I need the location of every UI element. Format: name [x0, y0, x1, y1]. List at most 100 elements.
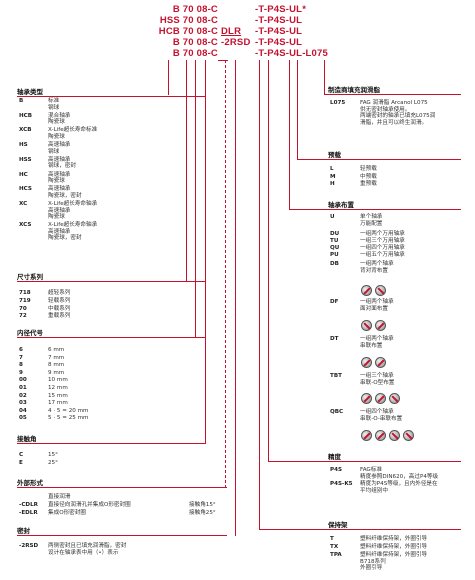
seal-val-0-1: 设计在轴承表中用（•）表示 — [48, 550, 119, 556]
type-val-3-0: 高速轴承 — [48, 142, 71, 149]
v-preload — [297, 60, 298, 160]
type-val-7-1: 高速轴承 — [48, 207, 71, 214]
prec-title-rule — [268, 461, 461, 462]
type-key-3: HS — [19, 142, 28, 149]
cage-val-2-2: 外圈引导 — [360, 565, 383, 572]
arr-key-1: DU — [330, 231, 340, 237]
size-val-0: 超轻系列 — [48, 290, 71, 296]
preload-title-rule — [297, 159, 461, 160]
size-title: 尺寸系列 — [17, 273, 43, 281]
type-val-1-1: 陶瓷球 — [48, 119, 65, 126]
type-val-3-1: 钢球 — [48, 148, 60, 155]
prec-key-0: P4S — [330, 467, 343, 473]
arr-key-3: QU — [330, 245, 340, 251]
type-val-7-0: X-Life超长寿命轴承 — [48, 200, 98, 207]
ext-title: 外部形式 — [17, 479, 43, 487]
bore-val-0: 6 mm — [48, 347, 65, 353]
arr-val-5-0: 一组两个轴承 — [360, 261, 394, 267]
arr-title-rule — [289, 209, 461, 210]
v-grease — [324, 60, 325, 95]
bore-key-0: 6 — [19, 347, 23, 353]
type-key-1: HCB — [19, 112, 33, 119]
v-angle — [205, 60, 206, 444]
h-angle — [205, 443, 206, 444]
type-val-8-0: X-Life超长寿命轴承 — [48, 222, 98, 229]
arr-val-5-1: 背对背布置 — [360, 267, 388, 274]
angle-key-1: E — [19, 460, 23, 466]
type-title-rule — [17, 96, 205, 97]
size-key-1: 719 — [19, 297, 31, 304]
prec-key-1: P4S-K5 — [330, 481, 353, 487]
v-type — [168, 60, 169, 95]
preload-key-0: L — [330, 166, 334, 172]
preload-key-2: H — [330, 181, 335, 187]
angle-val-1: 25° — [48, 460, 58, 466]
grease-key-0: L075 — [330, 100, 346, 106]
type-val-0-0: 标准 — [48, 98, 60, 104]
cage-val-1-0: 塑料纤维保持架，外圈引导 — [360, 544, 428, 550]
prec-title: 精度 — [328, 453, 341, 461]
type-key-8: XCS — [19, 222, 32, 229]
type-val-4-1: 钢球，密封 — [48, 163, 76, 170]
arr-key-2: TU — [330, 238, 339, 244]
bore-val-7: 17 mm — [48, 400, 68, 407]
bearing-diagram-icon — [389, 430, 400, 441]
grease-val-2: 两端密封的轴承已填充L075润 — [360, 113, 436, 120]
prec-val-0-0: FAG标准 — [360, 467, 382, 473]
cage-key-1: TX — [330, 544, 339, 550]
arr-val-7-1: 串联布置 — [360, 342, 383, 349]
grease-val-1: 供无密封轴承使用。 — [360, 106, 411, 113]
type-val-6-0: 高速轴承 — [48, 186, 71, 193]
bore-key-3: 9 — [19, 369, 23, 376]
prec-val-1-0: 精度为P4S等级，且内外径是在 — [360, 481, 438, 487]
preload-val-2: 重预载 — [360, 181, 377, 187]
type-val-6-1: 陶瓷球，密封 — [48, 192, 82, 199]
arr-key-4: PU — [330, 252, 339, 258]
preload-val-0: 轻预载 — [360, 166, 377, 172]
bearing-diagram-icon — [389, 393, 400, 404]
arr-key-5: DB — [330, 261, 339, 267]
arr-val-0-0: 单个轴承 — [360, 214, 383, 220]
bore-val-2: 8 mm — [48, 362, 65, 369]
bearing-diagram-icon — [361, 357, 372, 368]
ext-key-0: -CDLR — [19, 502, 38, 508]
type-val-4-0: 高速轴承 — [48, 156, 71, 163]
bearing-diagram-icon — [361, 285, 372, 296]
arr-val-8-1: 串联-O型布置 — [360, 379, 395, 386]
bearing-diagram-icon — [375, 357, 386, 368]
bore-key-2: 8 — [19, 362, 23, 369]
arr-val-9-0: 一组四个轴承 — [360, 409, 394, 415]
code-right-4: -T-P4S-UL-L075 — [255, 48, 329, 59]
code-right-2: -T-P4S-UL — [255, 26, 303, 37]
bore-val-1: 7 mm — [48, 354, 65, 361]
type-key-2: XCB — [19, 127, 32, 134]
ext-rule — [17, 487, 227, 488]
preload-key-1: M — [330, 173, 336, 180]
code-right-3: -T-P4S-UL — [255, 37, 303, 48]
ext-key-1: -EDLR — [19, 510, 38, 516]
v-ext — [225, 60, 226, 488]
prec-val-0-1: 精度参照DIN620，高过P4等级 — [360, 473, 439, 480]
arr-val-1-0: 一组两个万用轴承 — [360, 231, 405, 237]
bore-key-7: 03 — [19, 400, 27, 407]
seal-key-0: -2RSD — [19, 543, 39, 549]
cage-val-0-0: 塑料纤维保持架，外圈引导 — [360, 536, 428, 542]
ext-note-1: 接触角25° — [189, 510, 216, 516]
preload-title: 预载 — [328, 151, 341, 159]
arr-val-7-0: 一组两个轴承 — [360, 336, 394, 342]
bore-key-6: 02 — [19, 392, 27, 399]
h-bore — [195, 337, 205, 338]
type-val-0-1: 钢球 — [48, 104, 60, 111]
code-left-4: B 70 08-C — [172, 48, 218, 59]
size-key-2: 70 — [19, 305, 27, 312]
bore-val-5: 12 mm — [48, 385, 68, 391]
seal-title: 密封 — [17, 527, 30, 535]
arr-val-3-0: 一组四个万用轴承 — [360, 245, 405, 251]
grease-val-3: 滑脂，并且可以终生润滑。 — [360, 119, 428, 126]
bore-val-4: 10 mm — [48, 377, 68, 384]
ext-note-0: 接触角15° — [189, 502, 216, 508]
cage-key-2: TPA — [330, 552, 342, 558]
size-val-1: 轻载系列 — [48, 297, 71, 304]
type-val-8-1: 高速轴承 — [48, 228, 71, 235]
type-val-7-2: 陶瓷球 — [48, 214, 65, 221]
